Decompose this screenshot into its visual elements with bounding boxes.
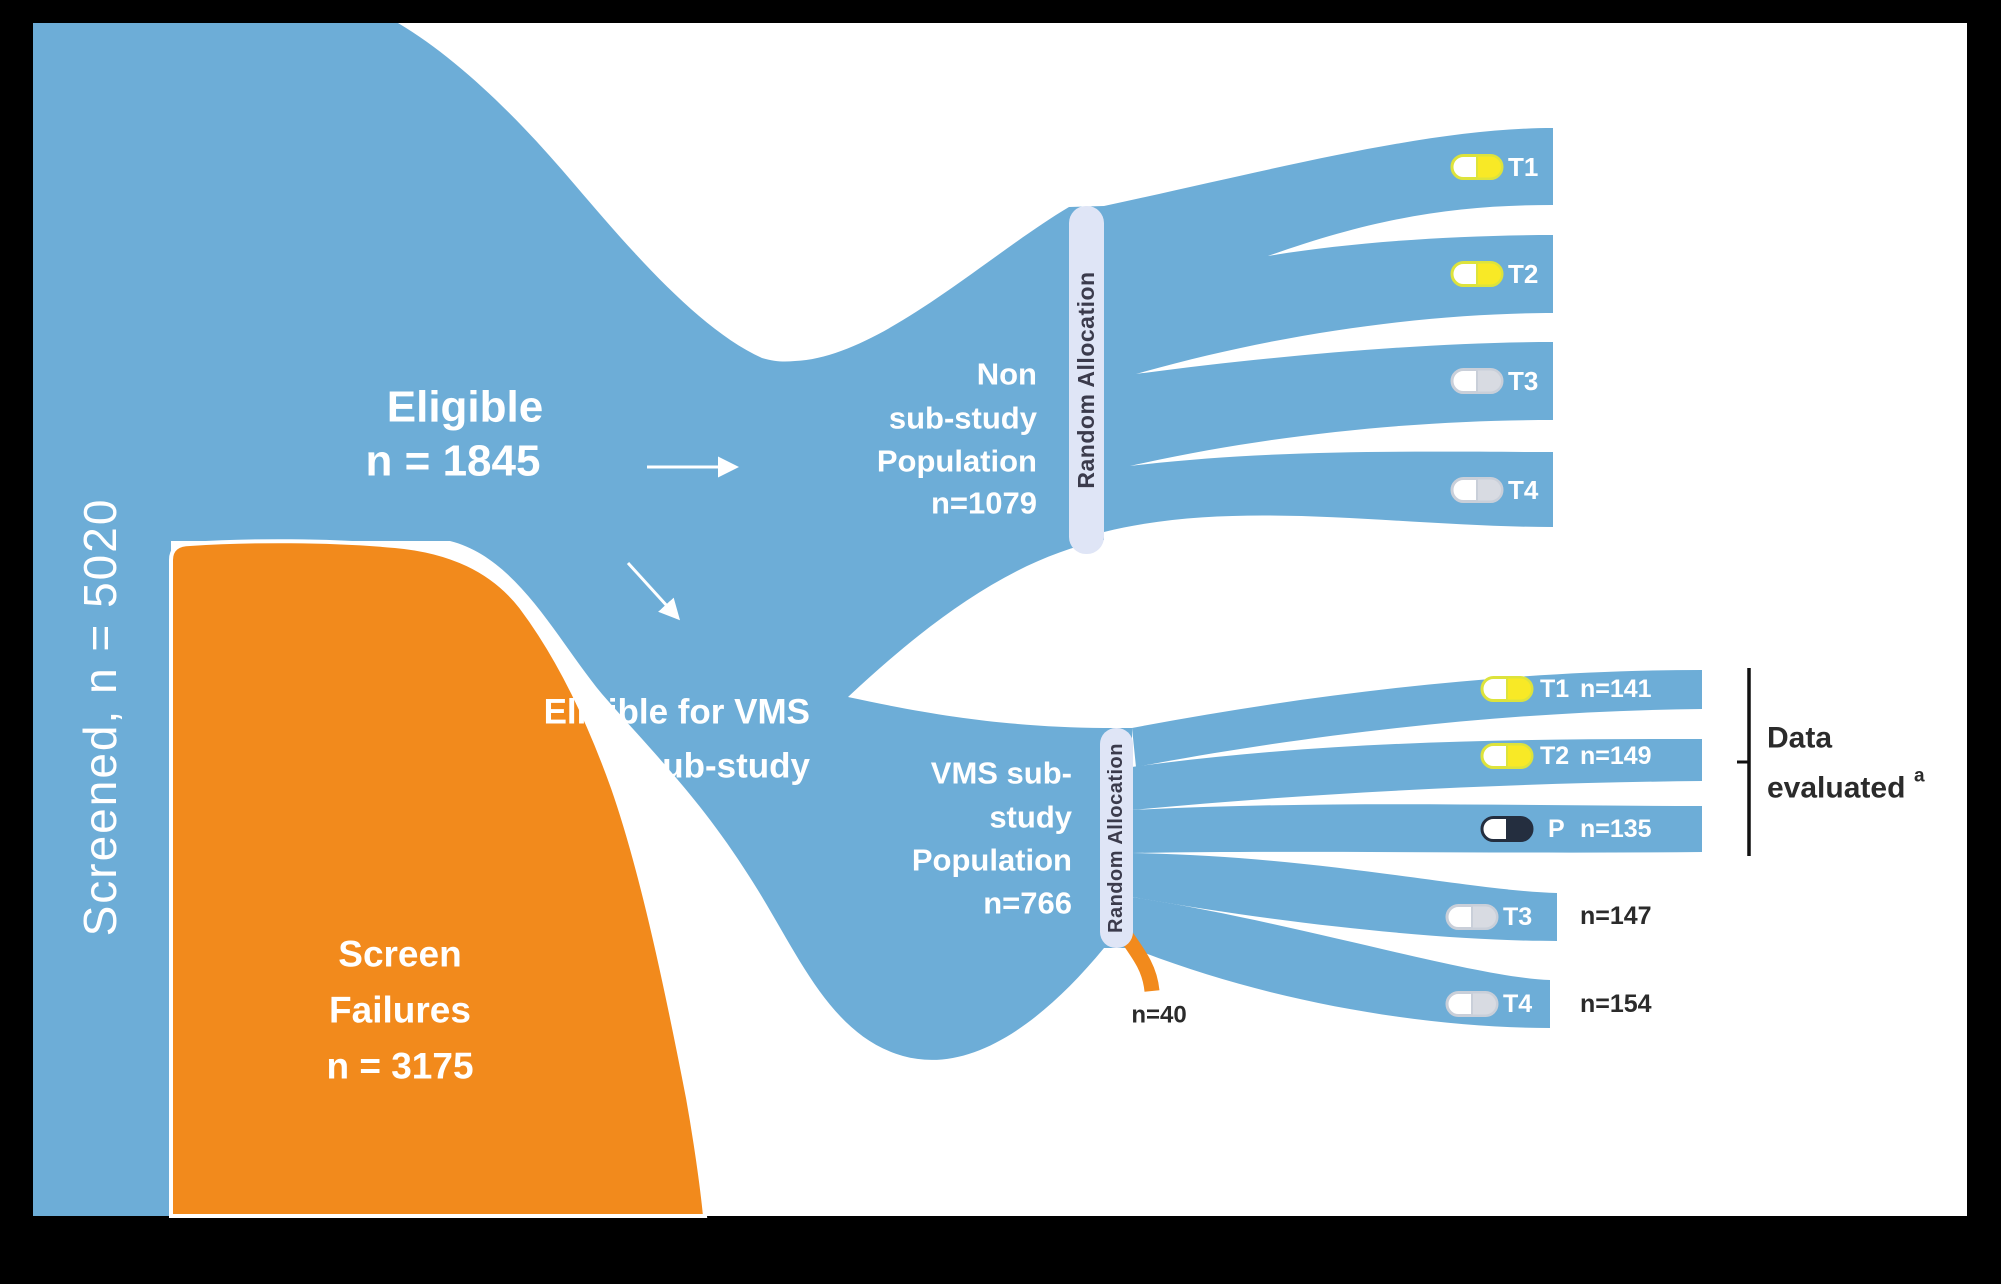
- pill-icon-vms-t3: [1445, 904, 1499, 930]
- eligible-title: Eligible: [387, 383, 543, 432]
- non-substudy-line1: Non: [977, 357, 1037, 392]
- pill-icon-vms-t4: [1445, 991, 1499, 1017]
- eligible-vms-line1: Eligible for VMS: [544, 693, 810, 732]
- vms-arm-t4-count: n=154: [1580, 990, 1652, 1018]
- vms-arm-t3-label: T3: [1503, 903, 1532, 931]
- vms-substudy-line4: n=766: [983, 886, 1072, 921]
- non-substudy-line3: Population: [877, 444, 1037, 479]
- random-allocation-bar-bottom: [1100, 728, 1133, 948]
- screened-label: Screened, n = 5020: [74, 498, 126, 937]
- dropout-count: n=40: [1131, 1002, 1186, 1029]
- flow-screened-eligible: [33, 23, 1132, 1216]
- flow-screen-failures: [169, 539, 708, 1218]
- evaluated-line1: Data: [1767, 722, 1832, 755]
- random-allocation-top-label: Random Allocation: [1073, 271, 1099, 488]
- branch-vms-t4: [1132, 897, 1550, 1028]
- evaluated-line2: evaluated: [1767, 772, 1905, 805]
- vms-arm-p-label: P: [1548, 815, 1565, 843]
- vms-substudy-line1: VMS sub-: [931, 756, 1072, 791]
- vms-arm-t3-count: n=147: [1580, 902, 1652, 930]
- vms-arm-t2-label: T2: [1540, 742, 1569, 770]
- top-arm-t3-label: T3: [1508, 366, 1538, 396]
- evaluated-superscript: a: [1914, 766, 1925, 787]
- eligible-vms-line2: sub-study: [643, 747, 811, 786]
- top-arm-t4-label: T4: [1508, 475, 1539, 505]
- fan-gap-t1-t2: [1268, 205, 1553, 256]
- pill-icon-vms-t2: [1480, 743, 1534, 769]
- screen-failures-line2: Failures: [329, 990, 471, 1031]
- pill-icon-top-t4: [1450, 477, 1504, 503]
- vms-arm-t2-count: n=149: [1580, 742, 1652, 770]
- top-arm-t1-label: T1: [1508, 152, 1538, 182]
- screen-failures-line1: Screen: [338, 934, 461, 975]
- vms-substudy-line3: Population: [912, 843, 1072, 878]
- branch-vms-p: [1132, 804, 1702, 853]
- fan-gap-t3-t4: [1130, 420, 1553, 466]
- pill-icon-vms-p: [1480, 816, 1534, 842]
- fan-gap-t2-t3: [1136, 313, 1553, 374]
- vms-arm-t4-label: T4: [1503, 990, 1532, 1018]
- random-allocation-bar-top: [1069, 206, 1104, 554]
- pill-icon-vms-t1: [1480, 676, 1534, 702]
- non-substudy-line2: sub-study: [889, 401, 1038, 436]
- screen-failures-line3: n = 3175: [326, 1046, 473, 1087]
- pill-icon-top-t3: [1450, 368, 1504, 394]
- vms-substudy-line2: study: [989, 800, 1072, 835]
- top-arm-t2-label: T2: [1508, 259, 1538, 289]
- branch-vms-t2: [1132, 739, 1702, 810]
- branch-vms-t1: [1132, 670, 1702, 767]
- random-allocation-bottom-label: Random Allocation: [1105, 743, 1127, 933]
- vms-arm-t1-label: T1: [1540, 675, 1569, 703]
- eligible-count: n = 1845: [366, 437, 541, 486]
- pill-icon-top-t1: [1450, 154, 1504, 180]
- vms-arm-t1-count: n=141: [1580, 675, 1652, 703]
- pill-icon-top-t2: [1450, 261, 1504, 287]
- non-substudy-line4: n=1079: [931, 486, 1037, 521]
- vms-arm-p-count: n=135: [1580, 815, 1652, 843]
- arrow-down-right-icon: [626, 561, 681, 621]
